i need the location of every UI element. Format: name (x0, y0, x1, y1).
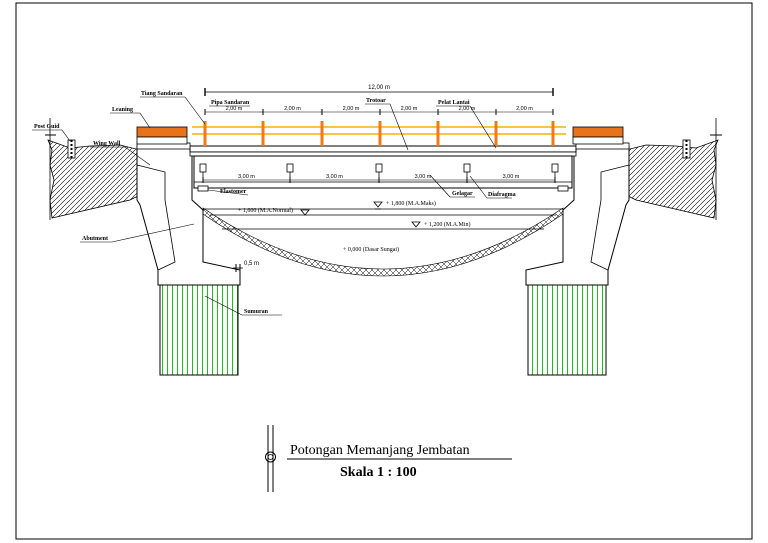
river-bed (202, 207, 564, 277)
left-leaning-base (136, 136, 188, 145)
svg-text:Leaning: Leaning (112, 107, 133, 113)
left-embankment (45, 118, 141, 220)
left-abutment (136, 145, 241, 286)
water-level-normal: + 1,600 (M.A.Normal) (238, 207, 310, 216)
scale-text: Skala 1 : 100 (340, 465, 417, 480)
railing-post (551, 121, 555, 146)
railing-post (436, 121, 440, 146)
svg-text:Wing Wall: Wing Wall (93, 141, 121, 147)
label-gelagar: Gelagar (429, 174, 475, 198)
railing-post (494, 121, 498, 146)
dim-total-label: 12,00 m (368, 85, 390, 91)
title-symbol-icon (265, 451, 276, 463)
dim-diaphragm-label: 3,00 m (238, 174, 255, 180)
label-diafragma: Diafragma (469, 175, 516, 199)
diaphragm (286, 163, 294, 173)
right-leaning-base (572, 136, 624, 145)
railing (192, 121, 566, 146)
left-leaning (136, 126, 188, 138)
label-pipa-sandaran: Pipa Sandaran (209, 100, 250, 107)
right-abutment (525, 145, 630, 286)
label-trotoar: Trotoar (365, 98, 409, 151)
water-level-normal-label: + 1,600 (M.A.Normal) (238, 207, 293, 214)
dim-post-label: 2,00 m (401, 106, 418, 112)
label-pelat-lantai: Pelat Lantai (436, 100, 497, 149)
svg-text:Elastomer: Elastomer (220, 189, 247, 195)
right-leaning (572, 126, 624, 138)
label-tiang-sandaran: Tiang Sandaran (140, 91, 206, 125)
svg-text:Tiang Sandaran: Tiang Sandaran (141, 91, 183, 97)
railing-post (261, 121, 265, 146)
dimension-diaphragm-spacing: 3,00 m 3,00 m 3,00 m 3,00 m (202, 174, 556, 183)
diaphragm (199, 163, 207, 173)
deck (136, 142, 630, 192)
dimension-post-spacing: 2,00 m 2,00 m 2,00 m 2,00 m 2,00 m 2,00 m (204, 106, 554, 115)
dim-post-label: 2,00 m (284, 106, 301, 112)
dim-offset-label: 0,5 m (244, 261, 259, 267)
label-sumuran: Sumuran (204, 295, 282, 316)
svg-text:Pelat Lantai: Pelat Lantai (438, 100, 470, 106)
dimension-offset: 0,5 m (233, 261, 259, 272)
sheet-border (15, 2, 753, 540)
diaphragm-group (199, 163, 559, 178)
river-bed-label: + 0,000 (Dasar Sungai) (343, 246, 399, 253)
title-text: Potongan Memanjang Jembatan (290, 443, 470, 458)
label-post-guid: Post Guid (32, 124, 71, 142)
left-caisson (159, 284, 239, 376)
water-level-max-label: + 1,800 (M.A.Maks) (386, 200, 436, 207)
water-level-min-label: + 1,200 (M.A.Min) (424, 221, 471, 228)
title-block: Potongan Memanjang Jembatan Skala 1 : 10… (265, 425, 512, 492)
label-leaning: Leaning (110, 107, 151, 129)
post-guide-left (67, 139, 76, 159)
dim-post-label: 2,00 m (343, 106, 360, 112)
water-lines (203, 208, 563, 230)
dim-diaphragm-label: 3,00 m (415, 174, 432, 180)
dim-post-label: 2,00 m (516, 106, 533, 112)
svg-text:Sumuran: Sumuran (244, 309, 269, 315)
label-elastomer: Elastomer (207, 189, 249, 196)
dim-diaphragm-label: 3,00 m (503, 174, 520, 180)
dimension-total: 12,00 m (204, 85, 554, 96)
svg-text:Post Guid: Post Guid (34, 124, 60, 130)
svg-text:Trotoar: Trotoar (366, 98, 386, 104)
diaphragm (463, 163, 471, 173)
svg-text:Gelagar: Gelagar (452, 191, 473, 197)
dim-post-label: 2,00 m (459, 106, 476, 112)
svg-text:Pipa Sandaran: Pipa Sandaran (211, 100, 250, 106)
dim-diaphragm-label: 3,00 m (326, 174, 343, 180)
right-embankment (625, 118, 722, 220)
label-wing-wall: Wing Wall (90, 141, 151, 166)
railing-post (320, 121, 324, 146)
railing-post (378, 121, 382, 146)
right-caisson (527, 284, 607, 376)
diaphragm (551, 163, 559, 173)
water-level-min: + 1,200 (M.A.Min) (411, 221, 471, 228)
railing-posts (203, 121, 555, 146)
svg-text:Abutment: Abutment (82, 236, 108, 242)
railing-post (203, 121, 207, 146)
diaphragm (375, 163, 383, 173)
label-abutment: Abutment (80, 223, 195, 243)
water-level-max: + 1,800 (M.A.Maks) (373, 200, 436, 210)
svg-text:Diafragma: Diafragma (488, 192, 516, 198)
dim-post-label: 2,00 m (226, 106, 243, 112)
post-guide-right (682, 139, 691, 159)
